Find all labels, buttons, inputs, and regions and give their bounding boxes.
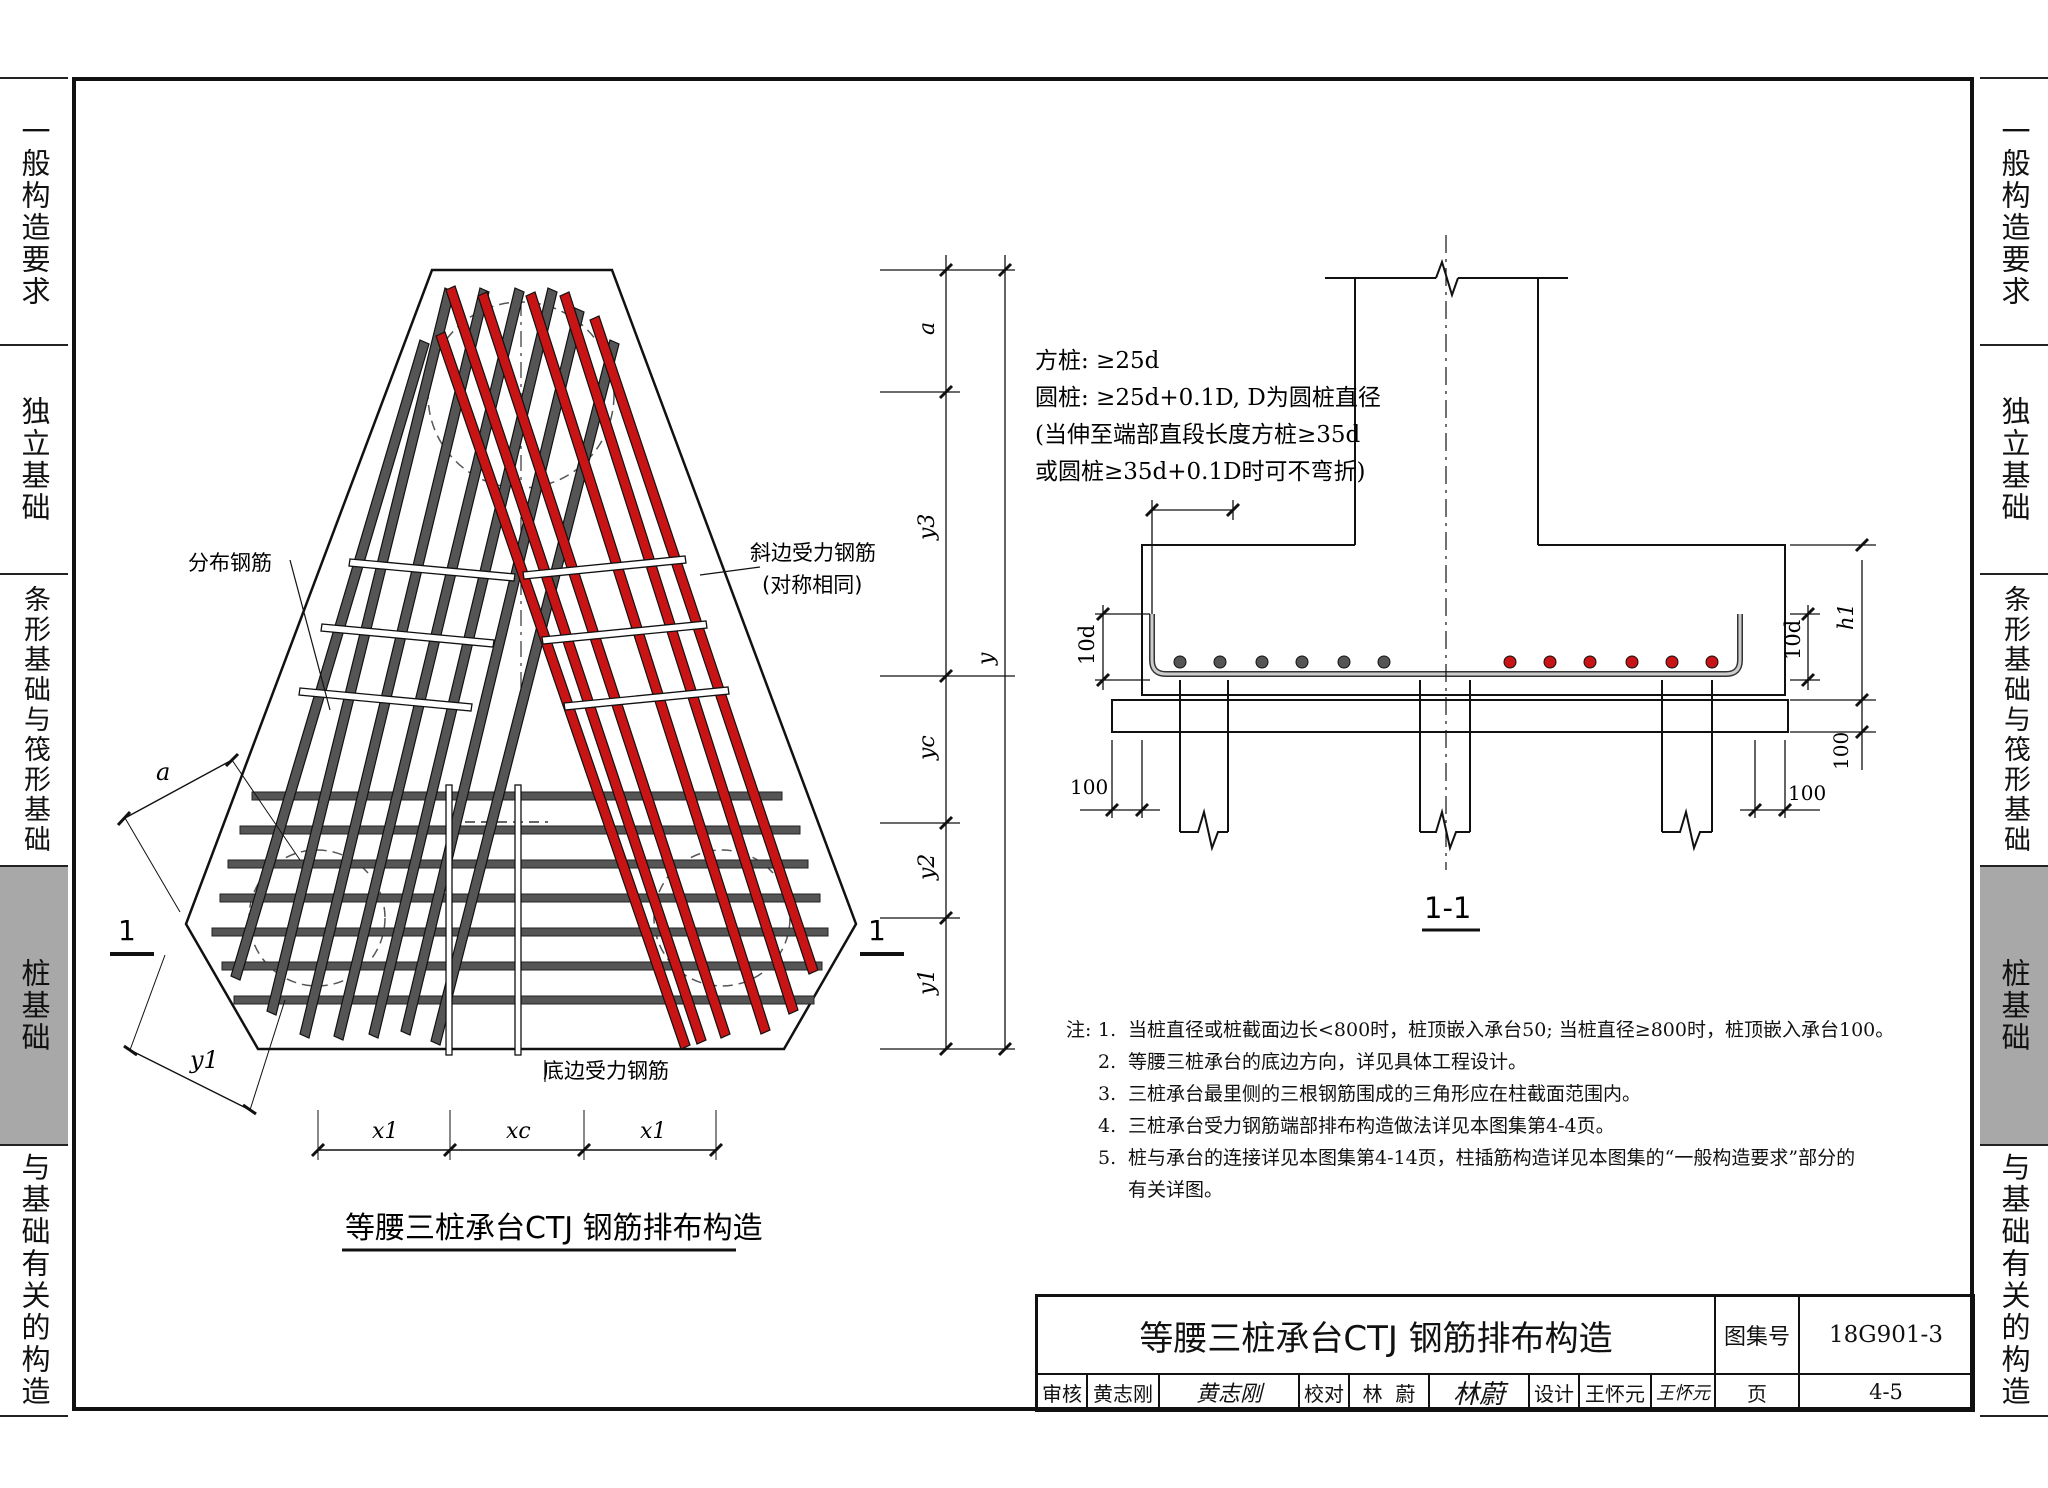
tab-strip-raft-r[interactable]: 条形基础与筏形基础 <box>1980 575 2048 867</box>
red-inclined-bars <box>435 285 819 1050</box>
bar-h <box>233 995 815 1005</box>
svg-text:y: y <box>974 652 999 666</box>
notes: 注:1.当桩直径或桩截面边长<800时，桩顶嵌入承台50; 当桩直径≥800时，… <box>1066 1019 1895 1201</box>
left-side-tabs: 一般构造要求 独立基础 条形基础与筏形基础 桩基础 与基础有关的构造 <box>0 77 68 1417</box>
dim-h1: h1 <box>1834 603 1858 630</box>
tab-related-r[interactable]: 与基础有关的构造 <box>1997 1151 2031 1408</box>
dim-x1-right: x1 <box>640 1119 666 1144</box>
svg-text:圆桩: ≥25d+0.1D, D为圆桩直径: 圆桩: ≥25d+0.1D, D为圆桩直径 <box>1035 385 1381 411</box>
label-inclined: 斜边受力钢筋 <box>750 541 876 565</box>
dim-10d-left: 10d <box>1075 625 1099 665</box>
bar-h <box>221 961 823 971</box>
pile-cap-outline <box>184 268 858 1051</box>
tb-page-no: 4-5 <box>1869 1380 1903 1404</box>
dist-v <box>514 784 522 1056</box>
tab-related[interactable]: 与基础有关的构造 <box>17 1151 51 1408</box>
label-bottom-bars: 底边受力钢筋 <box>543 1059 669 1083</box>
tab-isolated[interactable]: 独立基础 <box>0 346 68 575</box>
distribution-bars <box>298 555 730 1056</box>
label-inclined-sub: (对称相同) <box>762 573 862 597</box>
svg-text:(当伸至端部直段长度方桩≥35d: (当伸至端部直段长度方桩≥35d <box>1035 422 1361 448</box>
tb-checker: 林 蔚 <box>1350 1375 1430 1409</box>
dim-100-right: 100 <box>1788 781 1826 805</box>
tab-general[interactable]: 一般构造要求 <box>0 79 68 346</box>
section-mark-left: 1 <box>118 914 136 947</box>
section-dots <box>1173 655 1719 669</box>
dist-v <box>445 784 453 1056</box>
right-dim-labels: a y3 y yc y2 y1 <box>915 322 999 996</box>
tb-design-label: 设计 <box>1530 1375 1580 1409</box>
dim-x1-left: x1 <box>372 1119 398 1144</box>
tb-page-label: 页 <box>1716 1375 1800 1409</box>
plan-title: 等腰三桩承台CTJ 钢筋排布构造 <box>345 1211 763 1246</box>
svg-text:a: a <box>915 322 940 335</box>
dim-y1-slant: y1 <box>189 1046 219 1074</box>
right-side-tabs: 一般构造要求 独立基础 条形基础与筏形基础 桩基础 与基础有关的构造 <box>1980 77 2048 1417</box>
tab-strip-raft[interactable]: 条形基础与筏形基础 <box>0 575 68 867</box>
tab-isolated-r[interactable]: 独立基础 <box>1980 346 2048 575</box>
tb-atlas-label: 图集号 <box>1716 1297 1800 1375</box>
tb-designer-sig: 王怀元 <box>1652 1375 1716 1409</box>
tb-review-label: 审核 <box>1038 1375 1088 1409</box>
dim-10d-right: 10d <box>1781 620 1805 660</box>
tb-reviewer: 黄志刚 <box>1088 1375 1160 1409</box>
tb-checker-sig: 林蔚 <box>1430 1375 1530 1410</box>
label-distribution: 分布钢筋 <box>188 551 272 575</box>
right-dim-chain <box>880 255 1015 1050</box>
section-1-1 <box>1111 258 1789 852</box>
tb-reviewer-sig: 黄志刚 <box>1160 1375 1300 1409</box>
tb-atlas-no: 18G901-3 <box>1800 1297 1972 1375</box>
tab-pile[interactable]: 桩基础 <box>0 867 68 1146</box>
svg-text:y1: y1 <box>915 969 940 996</box>
drawing-frame <box>72 77 1974 1411</box>
svg-text:y2: y2 <box>915 854 940 881</box>
dim-100-left: 100 <box>1070 775 1108 799</box>
tab-pile-r[interactable]: 桩基础 <box>1980 867 2048 1146</box>
tab-general-r[interactable]: 一般构造要求 <box>1980 79 2048 346</box>
tb-designer: 王怀元 <box>1580 1375 1652 1409</box>
dim-100-vert: 100 <box>1829 732 1853 770</box>
section-note: 方桩: ≥25d 圆桩: ≥25d+0.1D, D为圆桩直径 (当伸至端部直段长… <box>1035 348 1381 485</box>
title-block: 等腰三桩承台CTJ 钢筋排布构造 图集号 18G901-3 审核 黄志刚 黄志刚… <box>1035 1294 1975 1412</box>
tb-title: 等腰三桩承台CTJ 钢筋排布构造 <box>1038 1297 1716 1375</box>
section-title: 1-1 <box>1424 891 1471 925</box>
svg-text:yc: yc <box>915 735 940 761</box>
dim-xc: xc <box>506 1119 531 1144</box>
svg-text:或圆桩≥35d+0.1D时可不弯折): 或圆桩≥35d+0.1D时可不弯折) <box>1035 459 1366 485</box>
svg-text:y3: y3 <box>915 514 940 541</box>
section-mark-right: 1 <box>868 914 886 947</box>
tb-check-label: 校对 <box>1300 1375 1350 1409</box>
dim-a-slant: a <box>156 758 170 786</box>
svg-text:方桩: ≥25d: 方桩: ≥25d <box>1035 348 1160 374</box>
